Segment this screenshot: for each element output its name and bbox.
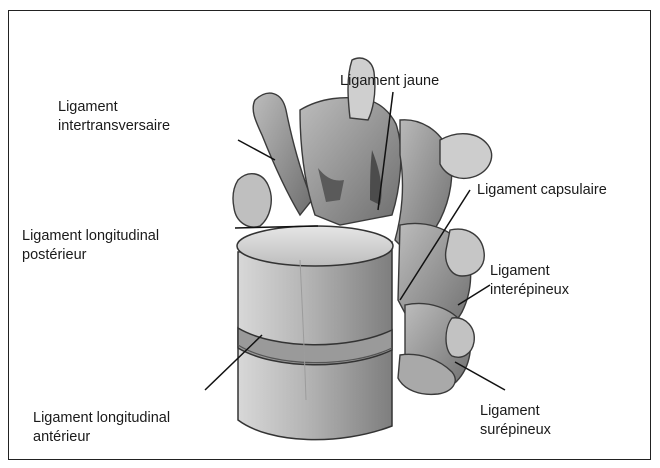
label-ligament-longitudinal-anterieur: Ligament longitudinal antérieur <box>33 409 170 447</box>
vertebral-body <box>237 226 393 440</box>
label-ligament-interepineux: Ligament interépineux <box>490 262 569 300</box>
label-ligament-capsulaire: Ligament capsulaire <box>477 181 607 200</box>
label-ligament-jaune: Ligament jaune <box>340 72 439 91</box>
label-ligament-intertransversaire: Ligament intertransversaire <box>58 98 170 136</box>
leader-surepineux <box>455 362 505 390</box>
label-ligament-surepineux: Ligament surépineux <box>480 402 551 440</box>
label-ligament-longitudinal-posterieur: Ligament longitudinal postérieur <box>22 227 159 265</box>
